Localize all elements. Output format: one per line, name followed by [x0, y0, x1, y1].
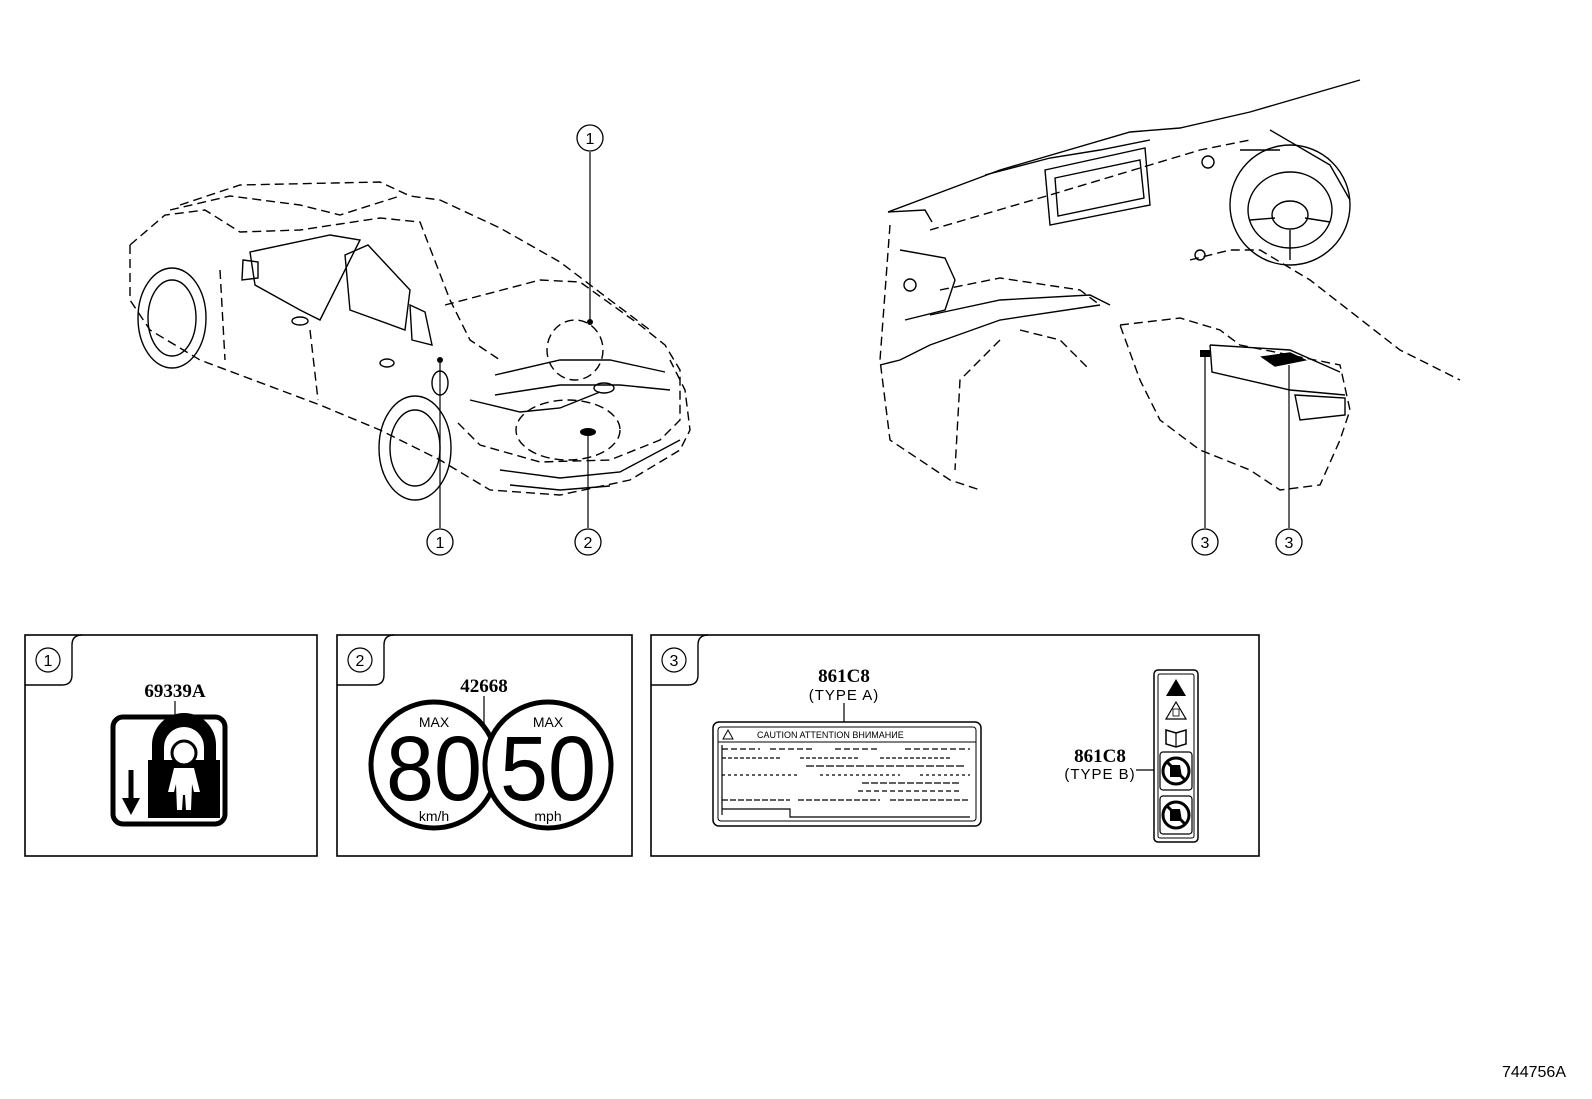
panel-1: 1 69339A [24, 634, 318, 857]
speed-80-max: MAX [419, 714, 450, 730]
callout-2: 2 [574, 528, 602, 556]
speed-80-unit: km/h [419, 808, 449, 824]
callout-1-top: 1 [576, 124, 604, 152]
callout-3-left-text: 3 [1201, 535, 1210, 552]
speed-limit-50-mph-sign: MAX 50 mph [482, 699, 614, 831]
callout-1-bottom: 1 [426, 528, 454, 556]
no-child-seat-icon-2 [1161, 800, 1191, 830]
speed-50-unit: mph [534, 808, 561, 824]
speed-50-value: 50 [500, 718, 596, 820]
caution-header: CAUTION ATTENTION ВНИМАНИЕ [757, 730, 904, 740]
speed-50-max: MAX [533, 714, 564, 730]
panel-3: 3 861C8 (TYPE A) CAUTION ATTENTION ВНИМА… [650, 634, 1260, 857]
label-3-location-mark-a [1200, 350, 1210, 357]
caution-label-type-a: CAUTION ATTENTION ВНИМАНИЕ [712, 721, 982, 827]
no-child-seat-icon [1161, 756, 1191, 786]
interior-leader-lines [1204, 355, 1290, 528]
callout-3-right-text: 3 [1285, 535, 1294, 552]
panel-2-index: 2 [356, 653, 365, 670]
type-a-label: (TYPE A) [809, 687, 880, 704]
callout-3-right: 3 [1275, 528, 1303, 556]
panel-1-index: 1 [44, 653, 53, 670]
interior-illustration [879, 79, 1461, 491]
label-1-location-mark-a [587, 319, 593, 325]
label-1-location-mark-b [437, 357, 443, 363]
panel-3-index: 3 [670, 653, 679, 670]
child-lock-icon [110, 713, 228, 827]
caution-label-type-b [1153, 669, 1199, 843]
car-exterior-illustration [129, 181, 691, 501]
warning-triangle-icon [1166, 679, 1186, 696]
panel-1-part-number: 69339A [144, 681, 206, 702]
speed-80-value: 80 [386, 718, 482, 820]
label-2-location-mark [580, 428, 596, 436]
airbag-warning-icon [1164, 700, 1188, 720]
diagram-code: 744756A [1502, 1064, 1566, 1081]
type-b-label: (TYPE B) [1064, 766, 1135, 783]
exterior-leader-lines [439, 152, 591, 528]
callout-1-bottom-text: 1 [436, 535, 445, 552]
callout-2-text: 2 [584, 535, 593, 552]
callout-3-left: 3 [1191, 528, 1219, 556]
callout-1-top-text: 1 [586, 131, 595, 148]
type-a-part-number: 861C8 [818, 666, 870, 687]
type-b-part-number: 861C8 [1074, 746, 1126, 767]
speed-limit-80-kmh-sign: MAX 80 km/h [368, 699, 500, 831]
panel-2: 2 42668 MAX 80 km/h MAX 50 mph [336, 634, 633, 857]
panel-2-part-number: 42668 [460, 676, 508, 697]
